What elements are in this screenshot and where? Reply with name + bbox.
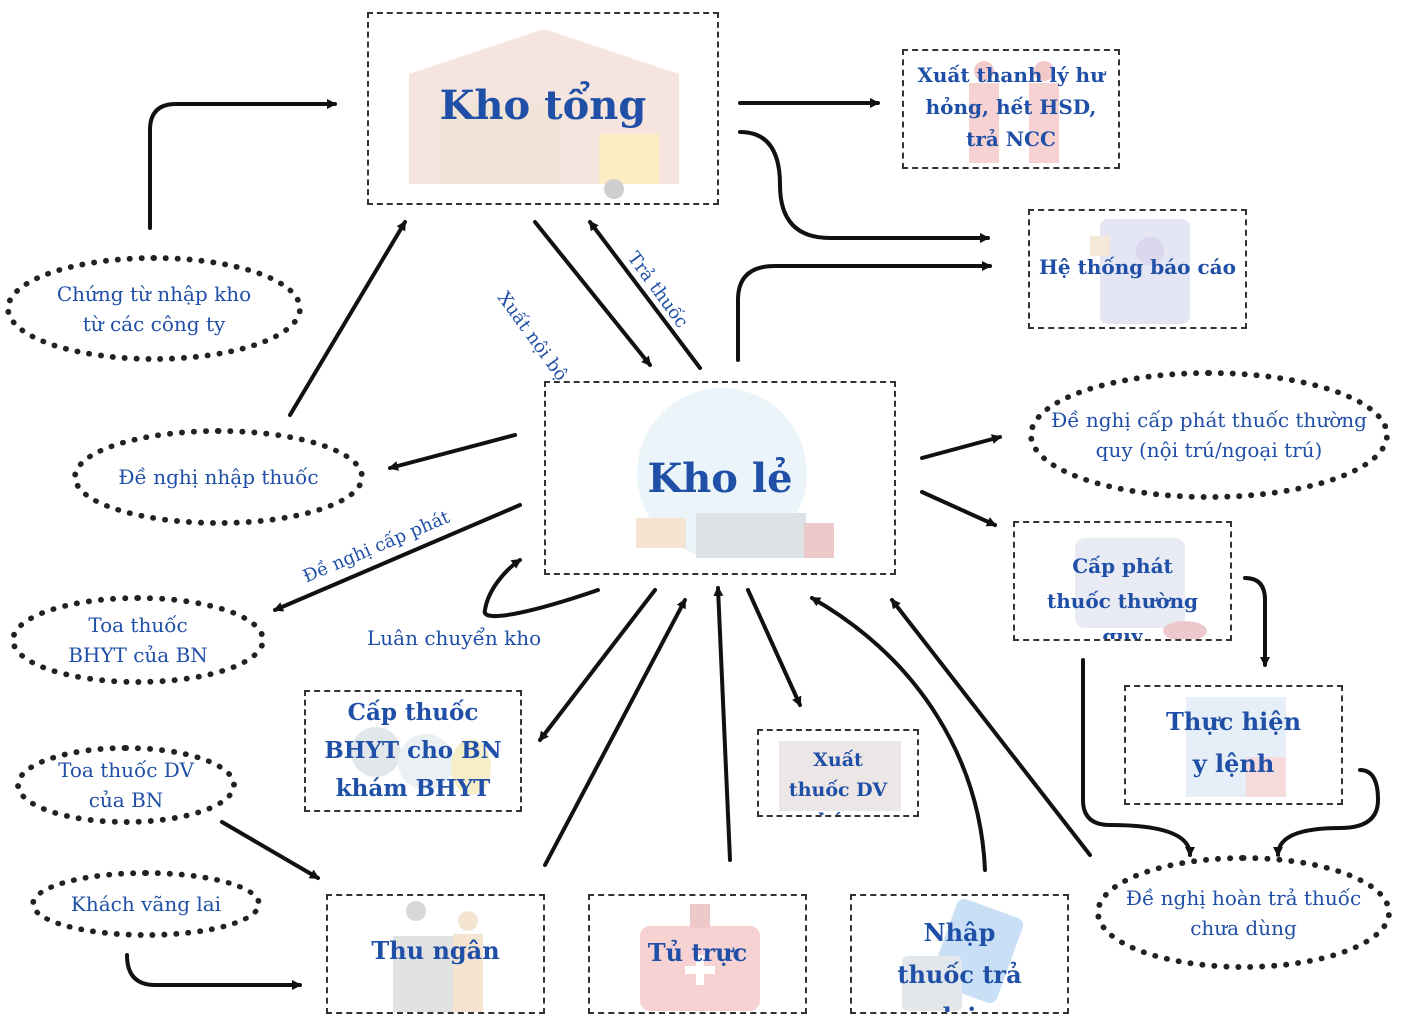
thuc-hien-y-lenh-label: Thực hiện y lệnh xyxy=(1166,707,1302,778)
xuat-dv-ban-label: Xuất thuốc DV bán xyxy=(788,749,888,815)
cap-thuoc-bhyt-label: Cấp thuốc BHYT cho BN khám BHYT xyxy=(324,699,502,802)
arrow-hoantra-to-khole xyxy=(890,598,1092,857)
kho-le-title: Kho lẻ xyxy=(647,455,793,502)
thuc-hien-y-lenh-box[interactable]: Thực hiện y lệnh xyxy=(1124,685,1343,805)
pharmacy-shelf-icon xyxy=(779,741,901,811)
toa-bhyt-label: Toa thuốc BHYT của BN xyxy=(68,613,208,667)
kho-le-box[interactable]: Kho lẻ xyxy=(544,381,896,575)
toa-bhyt-oval[interactable]: Toa thuốc BHYT của BN xyxy=(10,595,266,685)
kho-tong-box[interactable]: Kho tổng xyxy=(367,12,719,205)
arrow-khole-to-capbhyt xyxy=(538,588,657,742)
pharmacy-counter-icon xyxy=(1186,697,1286,797)
arrow-khole-to-khotong xyxy=(588,220,702,370)
cap-thuoc-bhyt-box[interactable]: Cấp thuốc BHYT cho BN khám BHYT xyxy=(304,690,522,812)
de-nghi-hoan-tra-label: Đề nghị hoàn trả thuốc chưa dùng xyxy=(1125,885,1362,940)
kho-tong-title: Kho tổng xyxy=(439,82,647,129)
arrow-nhaptralai-to-khole xyxy=(810,596,987,872)
arrow-thuchien-to-hoantra xyxy=(1273,768,1381,857)
he-thong-bao-cao-box[interactable]: Hệ thống báo cáo xyxy=(1028,209,1247,329)
arrow-tutruc-to-khole xyxy=(713,586,732,862)
workers-icon xyxy=(969,61,1059,163)
arrow-khole-to-baocao xyxy=(736,261,992,362)
cashier-icon xyxy=(393,901,483,1012)
pills-icon xyxy=(351,727,491,795)
he-thong-bao-cao-label: Hệ thống báo cáo xyxy=(1039,255,1236,279)
logistics-icon xyxy=(636,388,834,558)
tu-truc-box[interactable]: Tủ trực xyxy=(588,894,807,1014)
arrow-khole-to-xuatdv xyxy=(746,588,802,707)
de-nghi-hoan-tra-oval[interactable]: Đề nghị hoàn trả thuốc chưa dùng xyxy=(1095,855,1392,970)
toa-dv-label: Toa thuốc DV của BN xyxy=(58,758,194,812)
chung-tu-nhap-label: Chứng từ nhập kho từ các công ty xyxy=(56,281,252,336)
tu-truc-label: Tủ trực xyxy=(647,938,748,967)
xuat-dv-ban-box[interactable]: Xuất thuốc DV bán xyxy=(757,729,919,817)
arrow-denghinhap-to-khotong xyxy=(288,220,407,417)
khach-vang-lai-label: Khách vãng lai xyxy=(70,892,222,916)
edge-label-luan-chuyen-kho: Luân chuyển kho xyxy=(367,626,542,650)
arrow-khotong-to-khole xyxy=(533,220,652,367)
cap-phat-tq-label: Cấp phát thuốc thường quy xyxy=(1047,554,1198,641)
arrow-khole-to-capphattq xyxy=(920,490,997,527)
xuat-thanh-ly-box[interactable]: Xuất thanh lý hư hỏng, hết HSD, trả NCC xyxy=(902,49,1120,169)
khach-vang-lai-oval[interactable]: Khách vãng lai xyxy=(30,870,262,938)
arrow-capphattq-to-thuchien xyxy=(1243,576,1270,667)
nhap-tra-lai-box[interactable]: Nhập thuốc trả lại xyxy=(850,894,1069,1014)
warehouse-icon xyxy=(409,29,679,199)
blister-pack-icon xyxy=(1075,538,1207,639)
arrow-thungan-to-khole xyxy=(543,598,687,867)
de-nghi-cap-phat-tq-label: Đề nghị cấp phát thuốc thường quy (nội t… xyxy=(1051,408,1367,462)
xuat-thanh-ly-label: Xuất thanh lý hư hỏng, hết HSD, trả NCC xyxy=(917,63,1105,151)
de-nghi-nhap-oval[interactable]: Đề nghị nhập thuốc xyxy=(72,428,365,526)
arrow-khole-to-toabhyt xyxy=(273,503,522,612)
de-nghi-nhap-label: Đề nghị nhập thuốc xyxy=(118,465,319,489)
arrow-luanchuyen-loop xyxy=(482,558,600,619)
arrow-khole-to-denghitq xyxy=(920,434,1002,460)
arrow-chungtu-to-khotong xyxy=(148,99,337,230)
nhap-tra-lai-label: Nhập thuốc trả lại xyxy=(897,918,1022,1012)
arrow-khotong-to-baocao xyxy=(738,130,990,243)
return-medicine-icon xyxy=(902,898,1024,1011)
arrow-capphattq-to-hoantra xyxy=(1081,658,1195,857)
arrow-toadv-to-thungan xyxy=(220,820,320,880)
arrow-khach-to-thungan xyxy=(125,953,302,990)
thu-ngan-label: Thu ngân xyxy=(371,936,500,965)
clipboard-icon xyxy=(1090,219,1190,324)
chung-tu-nhap-oval[interactable]: Chứng từ nhập kho từ các công ty xyxy=(5,255,303,362)
cap-phat-tq-box[interactable]: Cấp phát thuốc thường quy xyxy=(1013,521,1232,641)
toa-dv-oval[interactable]: Toa thuốc DV của BN xyxy=(15,745,237,825)
de-nghi-cap-phat-tq-oval[interactable]: Đề nghị cấp phát thuốc thường quy (nội t… xyxy=(1028,370,1390,500)
first-aid-kit-icon xyxy=(640,904,760,1011)
thu-ngan-box[interactable]: Thu ngân xyxy=(326,894,545,1014)
arrow-khole-to-denghinhap xyxy=(388,433,517,471)
